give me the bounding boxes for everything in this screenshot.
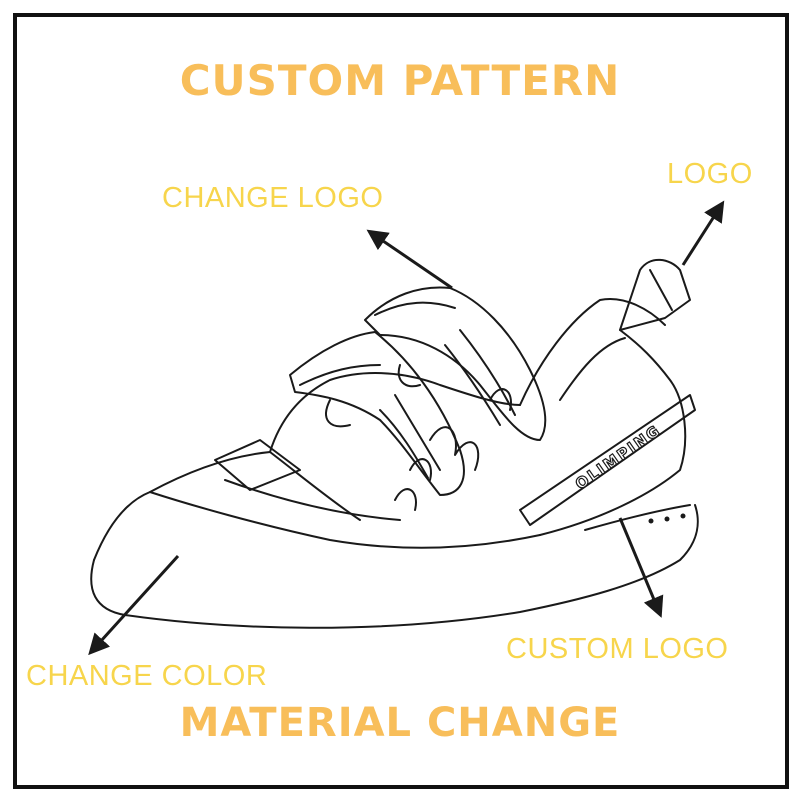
custom-pattern-heading: CUSTOM PATTERN — [179, 56, 621, 105]
change-color-label: CHANGE COLOR — [26, 660, 268, 692]
shoe-brand-text: OLIMPING — [572, 421, 664, 493]
side-brand-panel — [519, 394, 696, 526]
velcro-strap-front — [289, 331, 465, 496]
change-logo-label: CHANGE LOGO — [162, 182, 384, 214]
image-frame — [13, 13, 789, 789]
shoe-rand-line — [93, 491, 541, 561]
custom-logo-label: CUSTOM LOGO — [506, 633, 729, 665]
shoe-upper-outline — [269, 372, 521, 453]
shoe-heel — [539, 329, 687, 536]
heel-tab — [619, 258, 691, 331]
material-change-heading: MATERIAL CHANGE — [179, 700, 621, 746]
logo-label: LOGO — [667, 158, 753, 190]
shoe-sole-outline — [90, 504, 699, 629]
logo-arrow — [681, 200, 725, 266]
velcro-strap-back — [364, 286, 547, 441]
change-color-arrow — [88, 554, 180, 656]
custom-logo-arrow — [618, 517, 664, 618]
change-logo-arrow — [366, 229, 453, 290]
